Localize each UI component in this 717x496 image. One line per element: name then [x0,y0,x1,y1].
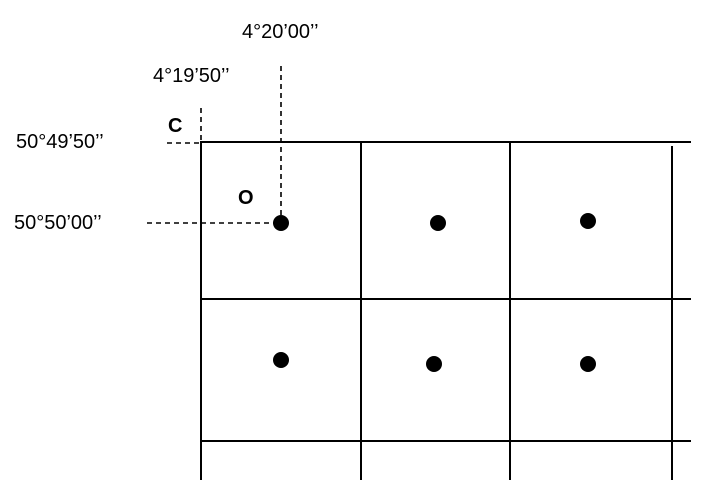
grid-point [430,215,446,231]
corner-point-label: C [168,115,182,137]
grid-point [580,213,596,229]
longitude-top-label: 4°20’00’’ [242,21,319,43]
grid-point [273,352,289,368]
latitude-corner-label: 50°49’50’’ [16,131,104,153]
grid-point-origin [273,215,289,231]
grid-point [580,356,596,372]
grid-point [426,356,442,372]
origin-point-label: O [238,187,254,209]
latitude-origin-label: 50°50’00’’ [14,212,102,234]
longitude-corner-label: 4°19’50’’ [153,65,230,87]
